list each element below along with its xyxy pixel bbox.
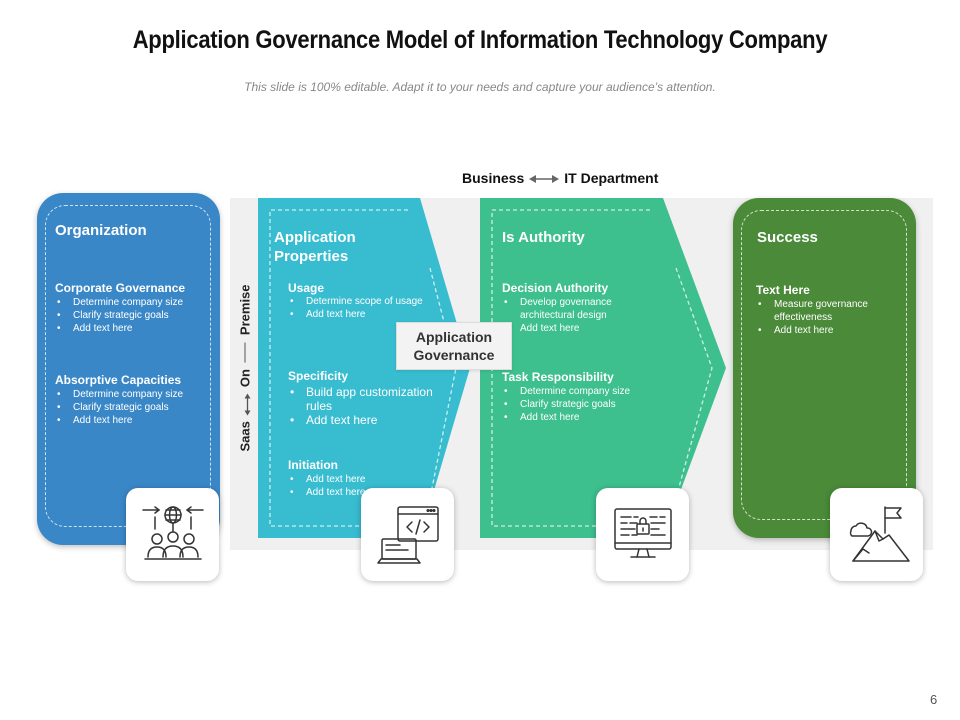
authority-heading: Is Authority [502, 229, 585, 246]
bullet-item: Determine company size [502, 385, 630, 398]
bullet-item: Add text here [288, 308, 423, 321]
slide-subtitle: This slide is 100% editable. Adapt it to… [244, 80, 716, 94]
bullet-item: Add text here [55, 322, 183, 335]
org-section-title: Absorptive Capacities [55, 373, 182, 387]
slide-title: Application Governance Model of Informat… [132, 26, 828, 54]
usage-title: Usage [288, 281, 325, 295]
bullet-item: Develop governance architectural design [502, 296, 642, 322]
decision-authority-bullets: Develop governance architectural design … [502, 296, 642, 335]
bullet-item: Clarify strategic goals [55, 309, 183, 322]
bullet-item: Clarify strategic goals [502, 398, 630, 411]
mountain-flag-icon-box [830, 488, 923, 581]
bullet-item: Build app customization rules [288, 385, 448, 413]
code-laptop-icon [376, 505, 439, 564]
bullet-item: Add text here [288, 413, 448, 427]
team-network-icon-box [126, 488, 219, 581]
on-label: On [237, 369, 253, 388]
app-properties-heading: Application Properties [274, 229, 356, 265]
double-arrow-icon [529, 172, 560, 184]
initiation-bullets: Add text here Add text here [288, 473, 365, 499]
team-network-icon [141, 505, 204, 560]
specificity-bullets: Build app customization rules Add text h… [288, 385, 448, 427]
task-responsibility-title: Task Responsibility [502, 370, 614, 384]
bullet-item: Add text here [756, 324, 891, 337]
success-card-border [741, 210, 907, 520]
app-properties-chevron [258, 198, 470, 538]
success-heading: Success [757, 229, 818, 246]
organization-heading: Organization [55, 222, 147, 239]
premise-label: Premise [237, 284, 253, 336]
usage-bullets: Determine scope of usage Add text here [288, 295, 423, 321]
org-section-bullets: Determine company size Clarify strategic… [55, 388, 183, 427]
task-responsibility-bullets: Determine company size Clarify strategic… [502, 385, 630, 424]
organization-card [37, 193, 220, 545]
org-section-title: Corporate Governance [55, 281, 186, 295]
bullet-item: Add text here [502, 322, 642, 335]
bullet-item: Add text here [502, 411, 630, 424]
bullet-item: Clarify strategic goals [55, 401, 183, 414]
bullet-item: Measure governance effectiveness [756, 298, 891, 324]
organization-card-border [45, 205, 211, 527]
success-card [733, 198, 916, 538]
double-arrow-icon [240, 393, 250, 416]
code-laptop-icon-box [361, 488, 454, 581]
business-it-flow: Business IT Department [462, 170, 658, 186]
saas-label: Saas [237, 421, 253, 452]
bullet-item: Add text here [55, 414, 183, 427]
bullet-item: Add text here [288, 486, 365, 499]
page-number: 6 [930, 692, 938, 707]
secure-monitor-icon [613, 507, 672, 558]
application-governance-box: Application Governance [396, 322, 512, 370]
secure-monitor-icon-box [596, 488, 689, 581]
dash-separator [244, 342, 246, 363]
bullet-item: Add text here [288, 473, 365, 486]
success-section-bullets: Measure governance effectiveness Add tex… [756, 298, 891, 337]
decision-authority-title: Decision Authority [502, 281, 609, 295]
bullet-item: Determine company size [55, 388, 183, 401]
success-section-title: Text Here [756, 283, 810, 297]
specificity-title: Specificity [288, 369, 349, 383]
authority-chevron [480, 198, 726, 538]
initiation-title: Initiation [288, 458, 338, 472]
mountain-flag-icon [849, 505, 910, 562]
flow-left-label: Business [462, 170, 525, 186]
org-section-bullets: Determine company size Clarify strategic… [55, 296, 183, 335]
flow-right-label: IT Department [564, 170, 659, 186]
bullet-item: Determine scope of usage [288, 295, 423, 308]
bullet-item: Determine company size [55, 296, 183, 309]
